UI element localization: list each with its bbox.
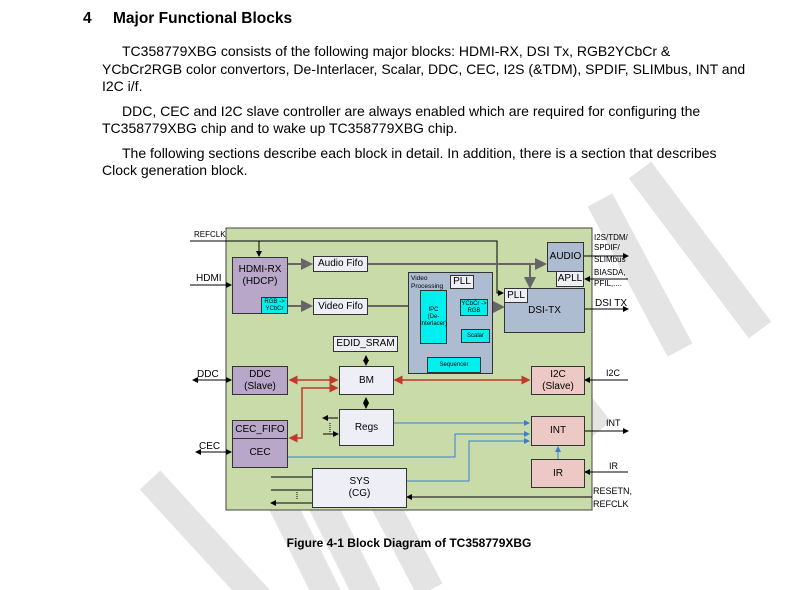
refclk-in-signal: REFCLK	[593, 499, 629, 509]
ddc-signal: DDC	[197, 369, 219, 380]
body-text: TC358779XBG consists of the following ma…	[102, 43, 752, 187]
section-heading: 4 Major Functional Blocks	[83, 10, 292, 28]
ir-signal: IR	[609, 461, 618, 471]
audio-block: AUDIO	[547, 242, 584, 272]
i2s-signal: I2S/TDM/	[594, 233, 628, 242]
int-signal: INT	[606, 418, 621, 428]
sys-sub-label: (CG)	[348, 488, 371, 499]
cec-block: CEC	[232, 438, 288, 468]
apll-block: APLL	[556, 271, 584, 287]
biasda-signal: BIASDA,	[594, 268, 626, 277]
ir-block: IR	[531, 459, 585, 488]
section-number: 4	[83, 10, 92, 27]
slimbus-signal: SLIMbus	[594, 255, 626, 264]
scalar-block: Scalar	[461, 329, 490, 343]
ycbcr-to-rgb-block: YCbCr -> RGB	[460, 299, 488, 316]
dsi-tx-signal: DSI TX	[595, 298, 628, 309]
i2c-label: I2C	[550, 368, 566, 380]
ipc-label: IPC	[428, 306, 439, 313]
hdmi-rx-label: HDMI-RX	[238, 264, 282, 275]
edid-sram-block: EDID_SRAM	[333, 336, 398, 352]
section-title: Major Functional Blocks	[113, 10, 293, 27]
bm-block: BM	[339, 366, 394, 395]
ddc-slave-block: DDC(Slave)	[232, 366, 288, 395]
i2c-signal: I2C	[606, 368, 621, 378]
audio-fifo-block: Audio Fifo	[313, 256, 368, 272]
spdif-signal: SPDIF/	[594, 243, 620, 252]
refclk-signal: REFCLK	[194, 230, 226, 239]
video-fifo-block: Video Fifo	[313, 298, 368, 315]
hdmi-signal: HDMI	[196, 273, 222, 284]
video-processing-label: Video Processing	[411, 275, 444, 290]
dsi-pll-block: PLL	[504, 288, 528, 303]
sequencer-block: Sequencer	[427, 357, 481, 373]
hdcp-label: (HDCP)	[242, 276, 278, 287]
paragraph: The following sections describe each blo…	[102, 144, 717, 179]
sys-cg-block: SYS(CG)	[312, 468, 407, 508]
cec-signal: CEC	[199, 441, 221, 452]
vp-pll-block: PLL	[450, 275, 474, 289]
rgb-to-ycbcr-block: RGB -> YCbCr	[261, 297, 288, 314]
paragraph: DDC, CEC and I2C slave controller are al…	[102, 102, 701, 137]
ddc-label: DDC	[249, 368, 271, 380]
i2c-sub-label: (Slave)	[542, 380, 574, 392]
cec-fifo-block: CEC_FIFO	[232, 420, 288, 439]
figure-caption: Figure 4-1 Block Diagram of TC358779XBG	[286, 536, 532, 550]
pfil-signal: PFIL,....	[594, 279, 623, 288]
int-block: INT	[531, 416, 585, 446]
sys-label: SYS	[349, 476, 370, 487]
i2c-slave-block: I2C(Slave)	[531, 366, 585, 395]
ipc-deinterlacer-block: IPC(De-Interlacer)	[420, 290, 447, 344]
resetn-signal: RESETN,	[593, 486, 633, 496]
paragraph: TC358779XBG consists of the following ma…	[102, 43, 746, 94]
regs-block: Regs	[339, 409, 394, 446]
ddc-sub-label: (Slave)	[244, 380, 276, 392]
ipc-sub-label: (De-Interlacer)	[420, 313, 448, 327]
